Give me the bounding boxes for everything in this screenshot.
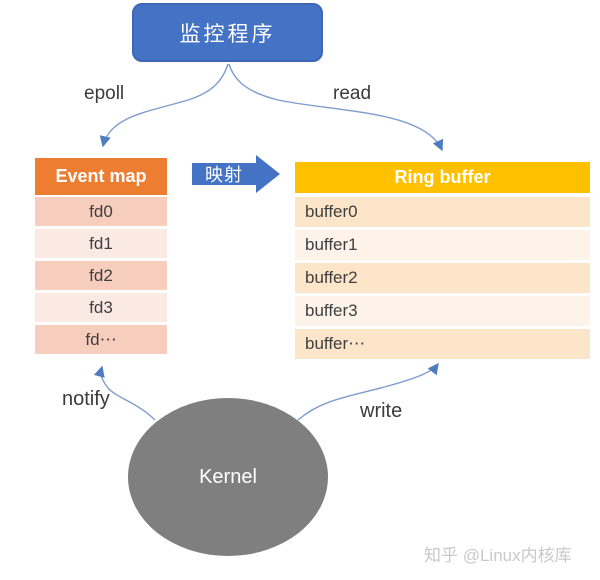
mapping-arrow-label: 映射 bbox=[192, 163, 256, 185]
event-map-row: fd3 bbox=[35, 293, 167, 322]
mapping-arrow: 映射 bbox=[192, 155, 280, 193]
ring-buffer-row: buffer0 bbox=[295, 197, 590, 227]
epoll-label: epoll bbox=[84, 83, 125, 104]
ring-buffer-header: Ring buffer bbox=[295, 162, 590, 193]
zhihu-watermark: 知乎 @Linux内核库 bbox=[424, 546, 572, 565]
event-map-row: fd2 bbox=[35, 261, 167, 290]
kernel-ellipse: Kernel bbox=[128, 398, 328, 556]
read-arrow bbox=[228, 63, 444, 152]
event-map-header: Event map bbox=[35, 158, 167, 195]
monitor-program-box: 监控程序 bbox=[132, 3, 323, 62]
ring-buffer-row: buffer1 bbox=[295, 230, 590, 260]
read-label: read bbox=[333, 83, 372, 104]
event-map-row: fd1 bbox=[35, 229, 167, 258]
event-map-row: fd0 bbox=[35, 197, 167, 226]
ring-buffer-row: buffer2 bbox=[295, 263, 590, 293]
ring-buffer-row: buffer3 bbox=[295, 296, 590, 326]
write-label: write bbox=[360, 400, 403, 422]
ring-buffer-row: buffer⋯ bbox=[295, 329, 590, 359]
ring-buffer-rows: buffer0 buffer1 buffer2 buffer3 buffer⋯ bbox=[295, 197, 590, 359]
notify-label: notify bbox=[62, 388, 110, 410]
event-map-row: fd⋯ bbox=[35, 325, 167, 354]
epoll-arrow bbox=[99, 63, 229, 148]
mapping-arrow-head-icon bbox=[256, 155, 280, 193]
event-map-rows: fd0 fd1 fd2 fd3 fd⋯ bbox=[35, 197, 167, 354]
